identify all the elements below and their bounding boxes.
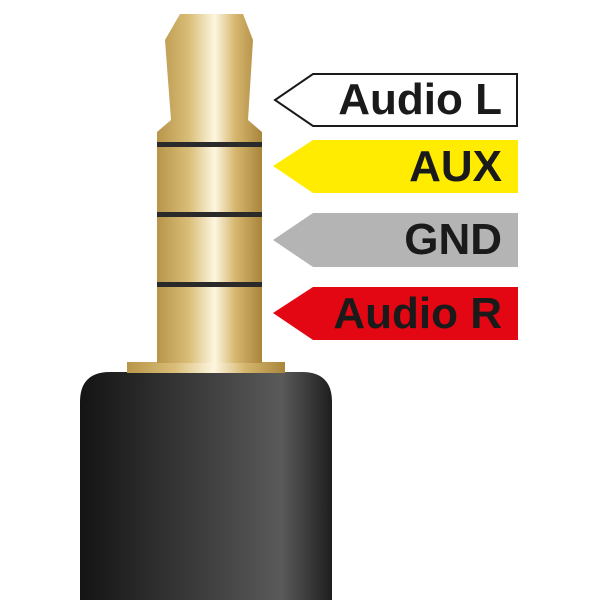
label-arrow-audio-r [273, 287, 518, 340]
label-audio-l: Audio L [273, 73, 518, 127]
label-audio-r: Audio R [273, 287, 518, 341]
label-text: AUX [409, 142, 502, 191]
plug-tip [157, 14, 262, 132]
label-arrow-aux [273, 140, 518, 193]
label-text: Audio R [333, 289, 502, 338]
label-gnd: GND [273, 213, 518, 267]
collar [127, 362, 285, 373]
label-text: Audio L [338, 75, 502, 124]
label-arrow-gnd [273, 213, 518, 267]
plug-sleeve [157, 132, 262, 363]
insulator-ring-3 [157, 282, 262, 287]
cable-housing [80, 372, 332, 600]
insulator-ring-1 [157, 142, 262, 147]
label-text: GND [404, 215, 502, 264]
insulator-ring-2 [157, 212, 262, 217]
label-aux: AUX [273, 140, 518, 194]
label-arrow-audio-l [273, 73, 518, 127]
